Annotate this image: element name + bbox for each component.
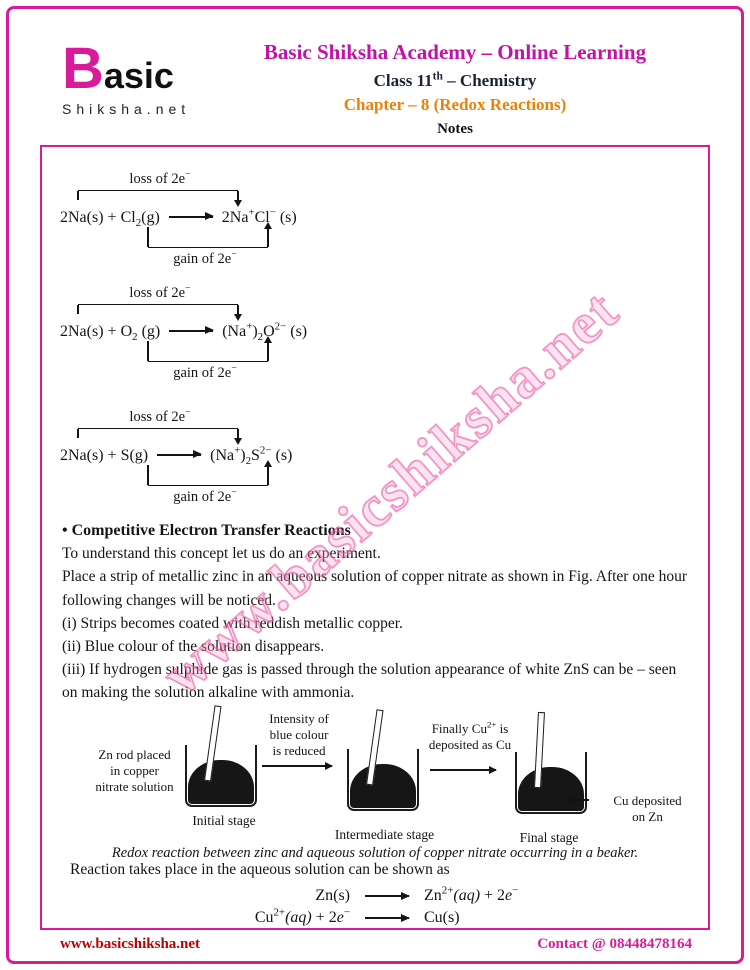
stage-arrow-icon [262,762,333,769]
page-border-frame [6,6,744,964]
equation-row: Cu2+(aq) + 2e− Cu(s) [177,907,597,929]
paragraph: To understand this concept let us do an … [62,545,381,563]
cu-deposit-note: Cu deposited on Zn [613,793,682,824]
equation-rhs: 2Na+Cl− (s) [221,206,297,226]
solution-liquid [518,767,584,811]
equation: 2Na(s) + O2 (g) (Na+)2O2− (s) [60,321,307,343]
logo-letters-asic: asic [103,55,174,96]
stage-arrow-icon [430,766,497,773]
body-text: • Competitive Electron Transfer Reaction… [62,519,692,705]
reaction-diagram-nacl: loss of 2e− 2Na(s) + Cl2(g) 2Na+Cl− (s) g… [60,169,390,275]
beaker-glass [347,749,419,811]
footer-website-link: www.basicshiksha.net [60,936,201,952]
gain-label: gain of 2e− [173,249,237,267]
beaker-experiment-figure: Zn rod placed in copper nitrate solution… [42,697,708,867]
equation-lhs: Zn(s) [315,887,350,904]
loss-bracket-arrow-icon [77,304,243,321]
stage-label-initial: Initial stage [192,813,256,828]
paragraph: Place a strip of metallic zinc in an aqu… [62,568,688,609]
solution-liquid [188,760,254,804]
academy-title: Basic Shiksha Academy – Online Learning [263,40,647,64]
zn-rod-note: Zn rod placed in copper nitrate solution [95,747,174,794]
beaker-intermediate [334,709,434,821]
gain-bracket-arrow-icon [147,222,273,248]
beaker-glass [515,752,587,814]
figure-caption: Redox reaction between zinc and aqueous … [111,845,639,861]
right-arrow-icon [169,326,215,334]
logo: Basic Shiksha.net [62,40,212,118]
stage-label-final: Final stage [519,830,579,845]
deposit-note: Finally Cu2+ is deposited as Cu [428,719,512,752]
gain-bracket-arrow-icon [147,460,273,486]
right-arrow-icon [365,892,410,899]
reaction-diagram-na2s: loss of 2e− 2Na(s) + S(g) (Na+)2S2− (s) g… [60,407,390,513]
right-arrow-icon [365,914,410,921]
equation: 2Na(s) + S(g) (Na+)2S2− (s) [60,445,292,467]
notes-label: Notes [437,121,473,137]
solution-liquid [350,764,416,808]
logo-subtitle: Shiksha.net [62,101,191,117]
reaction-diagram-na2o: loss of 2e− 2Na(s) + O2 (g) (Na+)2O2− (s)… [60,283,390,389]
header: Basic Shiksha Academy – Online Learning … [185,40,725,138]
loss-label: loss of 2e− [129,407,191,425]
logo-wordmark: Basic [62,40,212,98]
beaker-glass [185,745,257,807]
equation: 2Na(s) + Cl2(g) 2Na+Cl− (s) [60,207,297,229]
aqueous-equations: Zn(s) Zn2+(aq) + 2e− Cu2+(aq) + 2e− Cu(s… [177,885,597,929]
equation-rhs: Cu(s) [424,909,460,926]
gain-label: gain of 2e− [173,363,237,381]
equation-lhs: 2Na(s) + S(g) [60,447,149,464]
loss-bracket-arrow-icon [77,428,243,445]
stage-label-intermediate: Intermediate stage [334,827,435,842]
equation-lhs: 2Na(s) + O2 (g) [60,323,161,344]
aqueous-intro: Reaction takes place in the aqueous solu… [70,861,450,878]
loss-bracket-arrow-icon [77,190,243,207]
equation-rhs: Zn2+(aq) + 2e− [424,884,519,904]
gain-label: gain of 2e− [173,487,237,505]
right-arrow-icon [168,212,214,220]
class-title: Class 11th – Chemistry [373,69,537,90]
gain-bracket-arrow-icon [147,336,273,362]
section-heading: • Competitive Electron Transfer Reaction… [62,522,351,539]
footer-contact: Contact @ 08448478164 [537,936,692,952]
intensity-note: Intensity of blue colour is reduced [269,711,329,758]
list-item: (ii) Blue colour of the solution disappe… [62,638,325,656]
equation-lhs: Cu2+(aq) + 2e− [254,906,350,926]
equation-rhs: (Na+)2O2− (s) [222,320,308,344]
list-item: (iii) If hydrogen sulphide gas is passed… [62,661,677,702]
beaker-final [502,711,602,824]
equation-rhs: (Na+)2S2− (s) [210,444,293,468]
beaker-initial [172,705,272,817]
equation-row: Zn(s) Zn2+(aq) + 2e− [177,885,597,907]
list-item: (i) Strips becomes coated with reddish m… [62,614,403,632]
cu-deposit-arrow-icon [568,796,589,803]
right-arrow-icon [157,450,203,458]
logo-letter-b: B [62,36,104,101]
equation-lhs: 2Na(s) + Cl2(g) [60,209,160,230]
loss-label: loss of 2e− [129,169,191,187]
content-box: loss of 2e− 2Na(s) + Cl2(g) 2Na+Cl− (s) g… [40,145,710,930]
chapter-title: Chapter – 8 (Redox Reactions) [343,95,567,114]
loss-label: loss of 2e− [129,283,191,301]
